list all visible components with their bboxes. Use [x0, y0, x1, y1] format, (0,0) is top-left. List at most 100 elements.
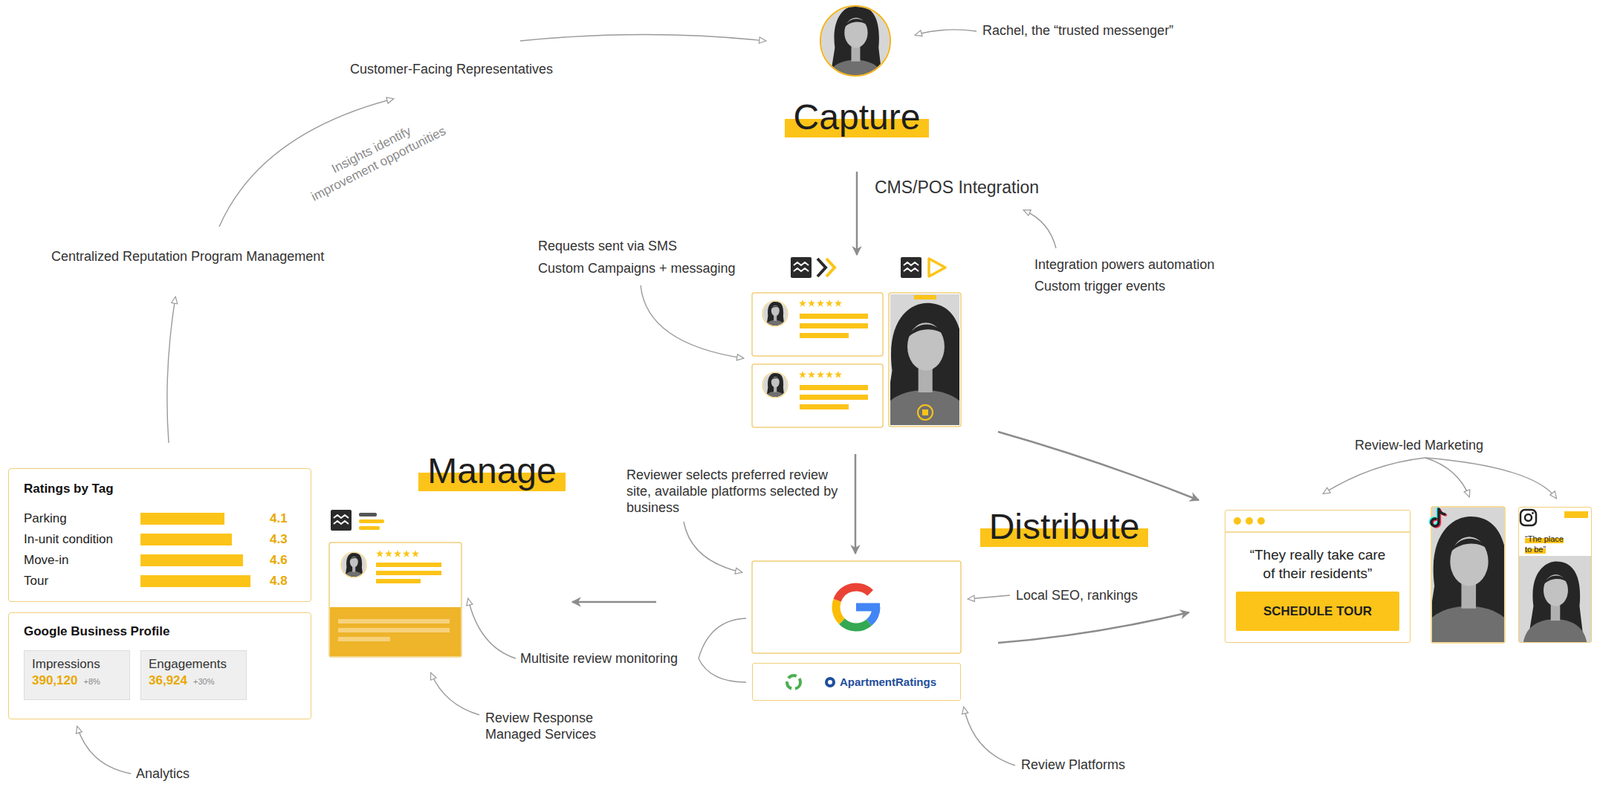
leader-line	[1425, 457, 1557, 498]
leader-line	[468, 598, 516, 659]
leader-line	[1323, 457, 1426, 494]
web-card-frame	[1225, 531, 1410, 533]
instagram-card	[1564, 511, 1589, 518]
flow-arrow	[572, 601, 657, 604]
instagram-icon	[1531, 512, 1534, 515]
managed-review-card	[411, 549, 420, 558]
bar-track	[140, 512, 270, 525]
app-logo	[330, 509, 352, 531]
play-icon	[928, 258, 946, 277]
annotation: Review-led Marketing	[1354, 436, 1484, 455]
leader-line	[1024, 210, 1057, 249]
bar-track	[140, 533, 270, 546]
leader-line	[640, 285, 744, 359]
review-card	[799, 394, 868, 400]
play-icon	[928, 258, 946, 277]
messenger-photo	[821, 0, 890, 82]
review-card	[825, 299, 834, 307]
stat-row: 36,924 +30%	[148, 672, 239, 690]
leader-line	[431, 673, 480, 715]
rating-row: Tour4.8	[23, 570, 296, 592]
review-card	[763, 370, 787, 400]
leader-line	[698, 658, 747, 683]
review-card	[825, 370, 834, 379]
leader-line	[167, 297, 176, 443]
leader-line	[698, 618, 747, 659]
leader-line	[520, 34, 766, 42]
rating-value: 4.3	[269, 532, 288, 547]
review-card	[834, 299, 842, 307]
managed-review-card	[341, 550, 366, 579]
stat-delta: +30%	[193, 677, 215, 686]
managed-review-card	[338, 636, 391, 642]
annotation: Custom Campaigns + messaging	[538, 260, 736, 278]
review-card	[752, 364, 883, 428]
tiktok-card	[1411, 506, 1525, 643]
app-logo	[790, 257, 812, 278]
rating-bar	[140, 554, 244, 567]
video-review-card	[914, 295, 937, 300]
google-platform-box	[836, 587, 880, 628]
platform-box: ApartmentRatings	[752, 662, 961, 701]
heading-text: Distribute	[989, 506, 1140, 547]
rating-bar	[140, 512, 225, 525]
cta-button: SCHEDULE TOUR	[1235, 591, 1400, 631]
instagram-icon	[1524, 514, 1532, 521]
review-card	[799, 323, 868, 329]
flow-arrow	[856, 171, 859, 255]
web-card: “They really take care of their resident…	[1224, 509, 1411, 643]
messenger-photo	[820, 5, 891, 76]
stat-value: 36,924	[148, 673, 188, 688]
managed-review-card	[376, 549, 384, 558]
managed-review-card	[341, 550, 366, 579]
tag-name: Tour	[23, 573, 141, 589]
annotation: Requests sent via SMS	[538, 237, 678, 255]
leader-line	[683, 521, 742, 573]
managed-review-card	[341, 552, 367, 578]
app-logo	[900, 257, 922, 278]
rating-row: Move-in4.6	[23, 549, 296, 571]
panel-title: Google Business Profile	[23, 623, 296, 640]
tiktok-icon	[1431, 509, 1445, 527]
review-card	[799, 404, 849, 410]
web-card-frame	[1233, 517, 1242, 525]
stat-row: 390,120+8%	[31, 672, 122, 690]
google-platform-box	[841, 621, 870, 628]
annotation: Insights identify improvement opportunit…	[296, 106, 454, 207]
tiktok-card	[1411, 507, 1525, 643]
story-card: “The place to be”	[1518, 506, 1592, 643]
app-logo	[333, 515, 349, 524]
review-card	[798, 370, 807, 379]
leader-line	[77, 726, 131, 774]
google-platform-box	[752, 561, 961, 654]
flow-arrow	[854, 454, 857, 554]
messenger-photo	[820, 0, 891, 82]
managed-review-card	[329, 607, 461, 657]
review-card	[762, 372, 788, 398]
menu-icon	[358, 526, 380, 530]
ratings-panel: Ratings by TagParking4.1In-unit conditio…	[8, 468, 312, 602]
app-logo	[900, 257, 922, 278]
annotation: CMS/POS Integration	[874, 176, 1039, 199]
web-card-frame	[1257, 517, 1265, 525]
rating-row: Parking4.1	[23, 508, 296, 530]
review-card	[834, 370, 842, 379]
bar-track	[140, 554, 270, 567]
google-platform-box	[836, 600, 842, 622]
managed-review-card	[376, 578, 421, 584]
managed-review-card	[384, 549, 393, 558]
heading-text: Manage	[427, 450, 556, 492]
instagram-card	[1518, 506, 1592, 643]
review-card	[799, 313, 868, 319]
profile-panel: Google Business ProfileImpressions390,12…	[8, 612, 312, 720]
review-card	[762, 300, 788, 327]
stat-delta: +8%	[83, 677, 100, 686]
video-review-card	[870, 292, 980, 427]
bar-track	[140, 575, 270, 588]
tiktok-icon	[1430, 508, 1447, 527]
rating-value: 4.6	[269, 552, 288, 568]
web-card-frame	[1224, 509, 1411, 643]
rating-value: 4.1	[269, 511, 288, 527]
platform-name: ApartmentRatings	[839, 675, 937, 689]
app-logo	[793, 262, 809, 272]
